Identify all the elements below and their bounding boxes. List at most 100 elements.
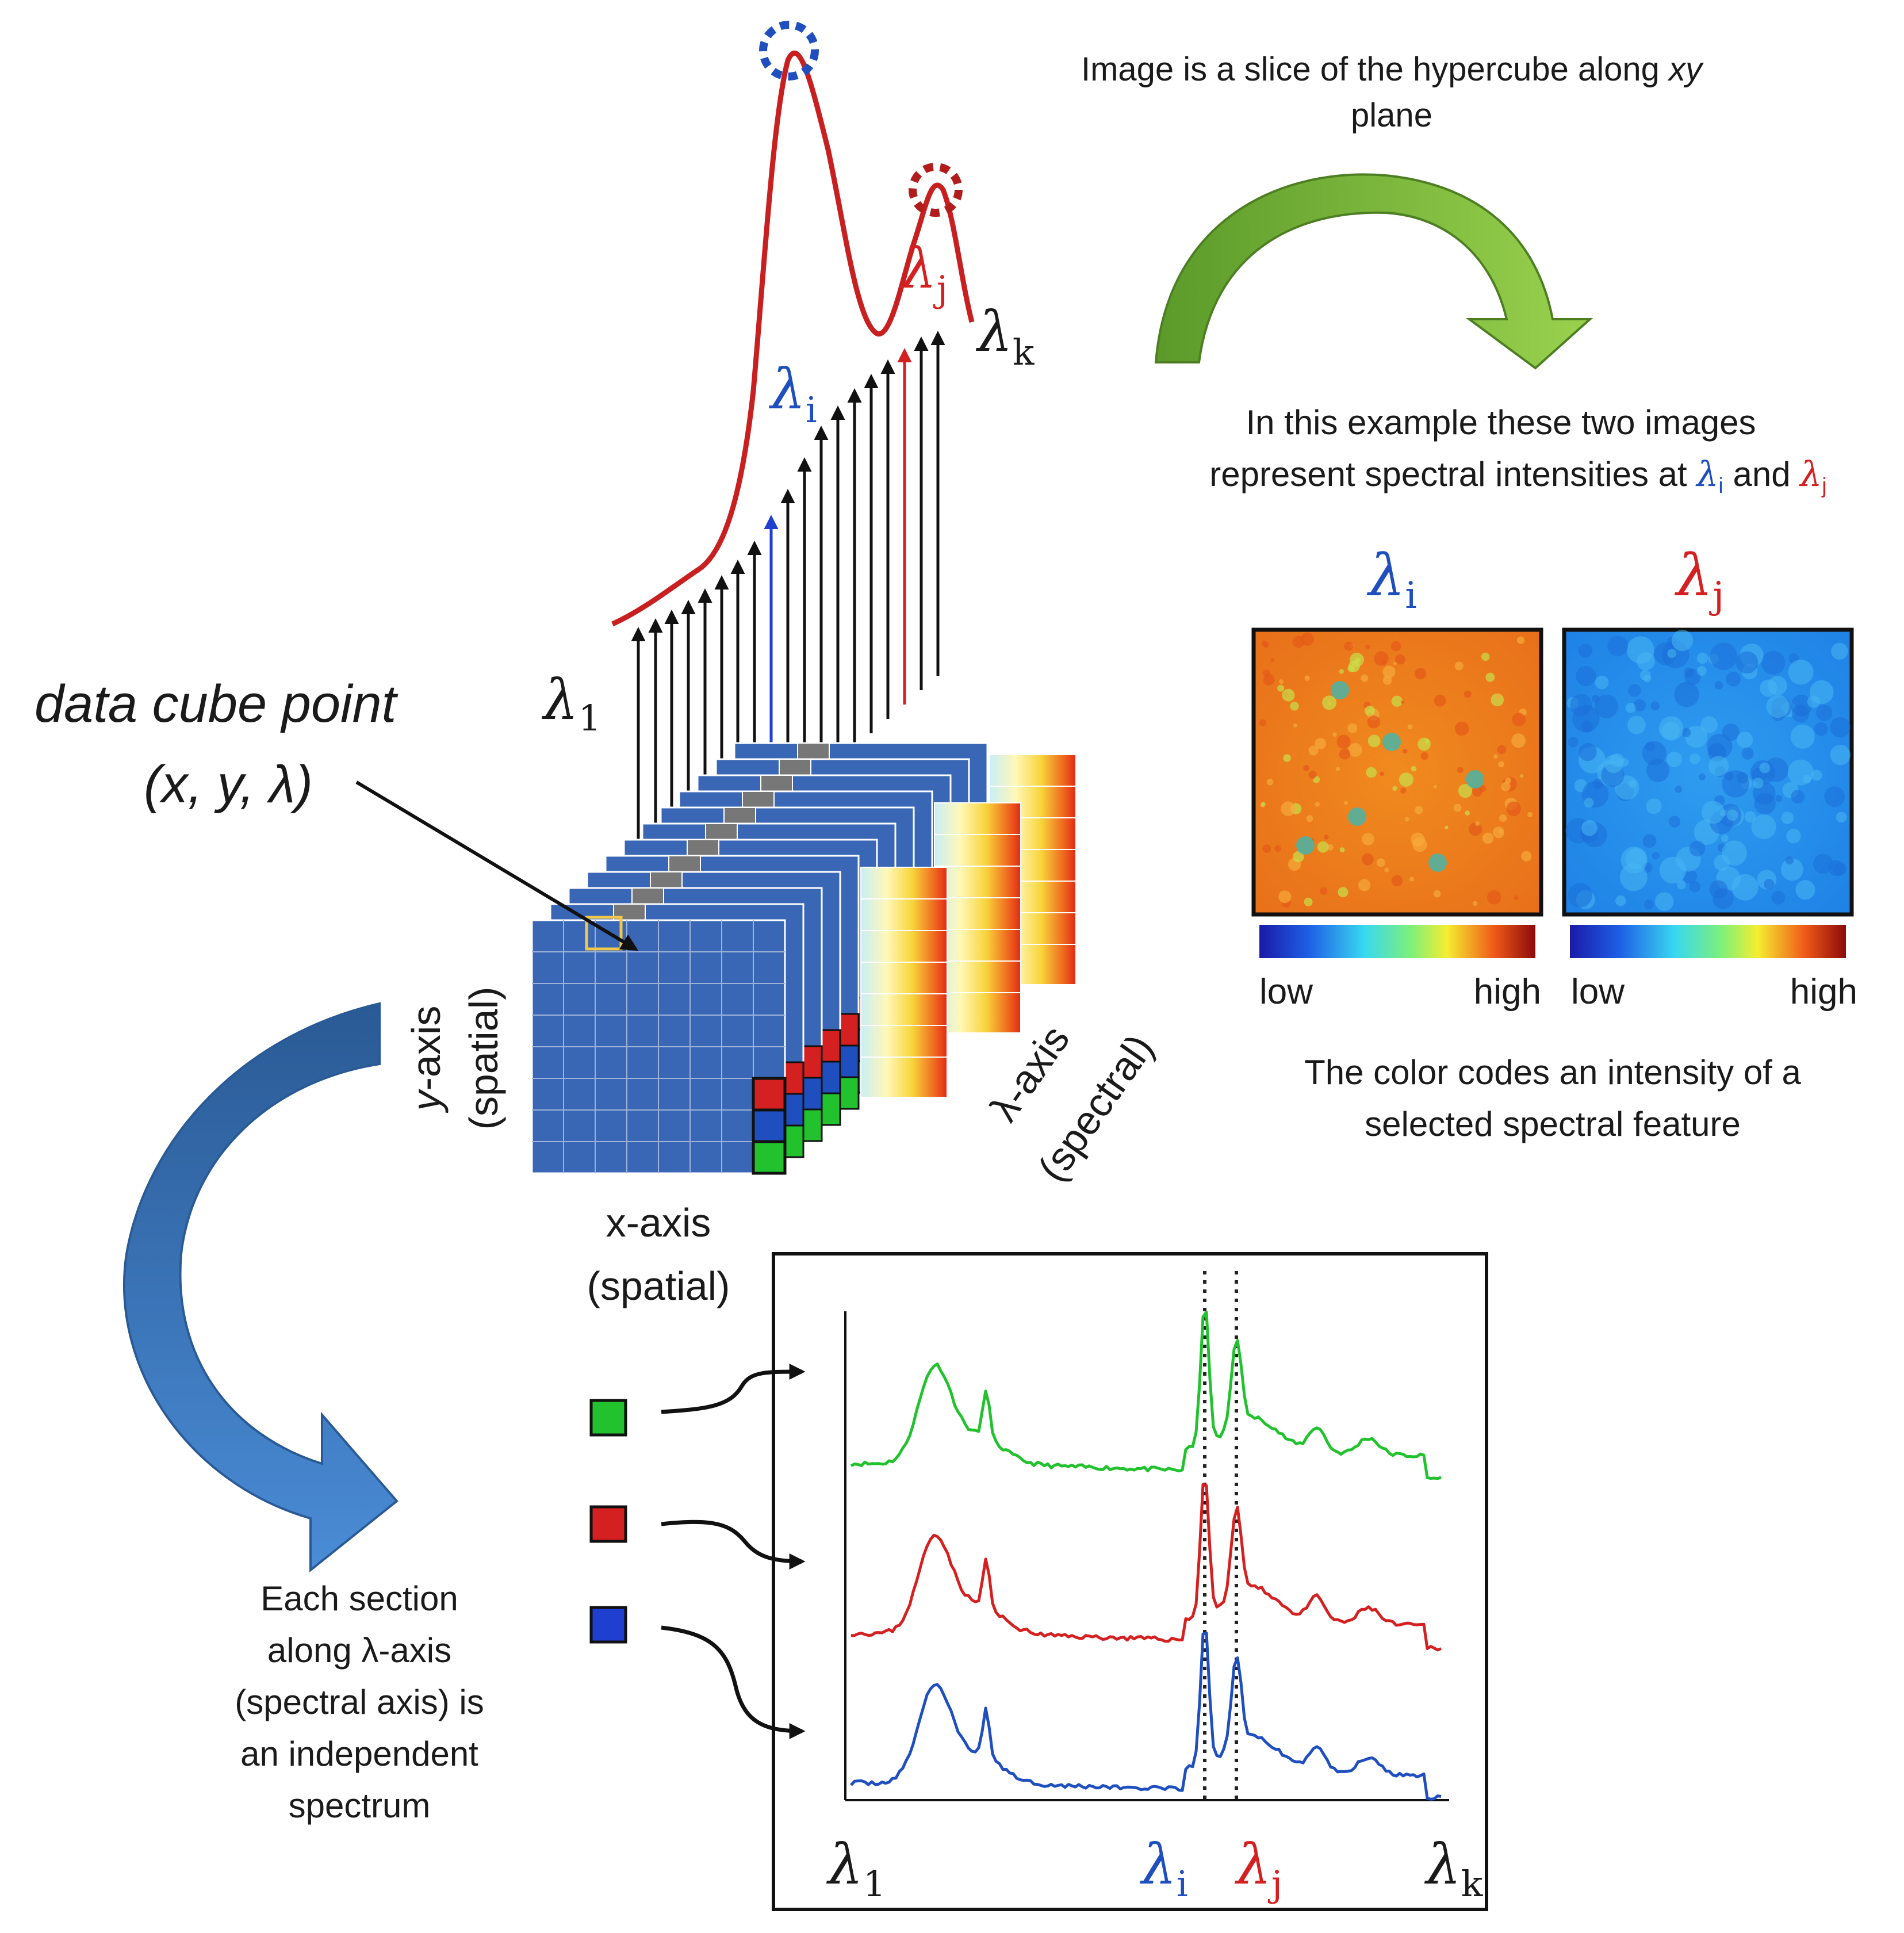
lambda-axis-label: λ-axis [981,1017,1078,1129]
green-spectrum [850,1311,1442,1480]
map-speckle [1382,675,1392,685]
map-speckle [1465,810,1470,816]
map-speckle [1811,770,1822,781]
map-speckle [1303,764,1310,771]
map-speckle [1731,874,1759,901]
map-speckle [1775,795,1783,802]
map-speckle [1642,834,1657,848]
map-speckle [1362,833,1374,845]
blue-curved-arrow [123,1002,399,1573]
map-speckle [1290,702,1299,711]
map-speckle [1317,841,1329,853]
top-spectrum-curve [611,50,975,627]
map-speckle [1348,743,1362,757]
map-speckle [1578,644,1593,658]
image-lambda-j: λj low high [1562,542,1857,1012]
map-speckle [1320,887,1328,895]
map-speckle [1722,770,1749,798]
map-speckle [1791,705,1810,723]
map-speckle [1409,876,1415,882]
map-speckle [1646,759,1670,782]
map-speckle [1331,681,1349,699]
peak-i-marker [759,21,819,81]
map-speckle [1511,733,1526,748]
map-speckle [1830,717,1851,738]
bottom-lambda-i-label: λi [1139,1832,1188,1905]
map-speckle [1496,694,1501,699]
map-speckle [1836,812,1847,823]
map-speckle [1374,651,1389,666]
map-speckle [1420,752,1428,760]
image-i-colorbar [1259,925,1535,958]
hypercube [531,742,1076,1175]
map-speckle [1339,669,1344,674]
map-speckle [1479,785,1486,793]
map-speckle [1527,812,1533,817]
map-speckle [1628,780,1637,788]
map-speckle [1361,674,1369,682]
slice-arrow [1154,173,1593,370]
example-caption: In this example these two images represe… [1209,403,1827,498]
map-speckle [1323,835,1329,840]
image-j-high-label: high [1790,972,1857,1012]
map-speckle [1568,883,1592,908]
map-speckle [1640,669,1651,681]
map-speckle [1604,754,1623,774]
map-speckle [1266,778,1274,786]
x-axis-sublabel: (spatial) [587,1264,730,1308]
image-i-texture [1259,632,1533,908]
data-cube-point-annotation: data cube point (x, y, λ) [35,675,639,951]
front-green-pixel [752,1140,787,1175]
map-speckle [1760,679,1777,697]
map-speckle [1514,895,1519,901]
map-speckle [1576,665,1596,686]
x-axis-label: x-axis [606,1200,711,1245]
map-speckle [1392,786,1397,791]
map-speckle [1282,688,1295,702]
map-speckle [1434,694,1446,707]
color-caption: The color codes an intensity of a select… [1304,1053,1801,1143]
map-speckle [1764,879,1775,890]
map-speckle [1702,801,1725,824]
map-speckle [1403,748,1408,754]
map-speckle [1304,675,1310,681]
map-speckle [1415,668,1427,680]
map-speckle [1492,826,1505,839]
map-speckle [1787,759,1814,786]
section-caption-line2: along λ-axis [267,1631,451,1670]
map-speckle [1766,695,1790,718]
map-speckle [1650,701,1660,711]
map-speckle [1263,641,1269,648]
map-speckle [1791,790,1805,804]
map-speckle [1741,747,1754,760]
top-lambda-labels: λ1 λi λj λk [541,236,1035,739]
map-speckle [1487,890,1501,905]
y-axis-sublabel: (spatial) [461,987,506,1130]
top-spectrum [611,21,975,627]
map-speckle [1411,832,1425,847]
map-speckle [1658,716,1684,741]
section-arrow [123,1002,399,1573]
image-i-title: λi [1366,542,1417,617]
map-speckle [1481,652,1490,661]
red-spectrum [851,1483,1442,1652]
map-speckle [1315,738,1326,749]
map-speckle [1698,773,1706,781]
map-speckle [1726,809,1738,821]
map-speckle [1501,782,1511,791]
lambda-1-label: λ1 [541,668,601,739]
green-pointer-arrow [661,1364,806,1414]
slice-caption-line2: plane [1351,97,1432,134]
map-speckle [1454,721,1469,736]
lambda-i-label: λi [768,357,817,431]
image-i-high-label: high [1474,972,1541,1012]
map-speckle [1807,695,1820,708]
map-speckle [1625,702,1636,713]
image-j-low-label: low [1571,972,1625,1012]
map-speckle [1790,724,1815,749]
map-speckle [1751,814,1776,840]
map-speckle [1594,694,1618,718]
map-speckle [1296,836,1315,855]
image-i-map [1251,627,1543,917]
map-speckle [1713,887,1734,909]
